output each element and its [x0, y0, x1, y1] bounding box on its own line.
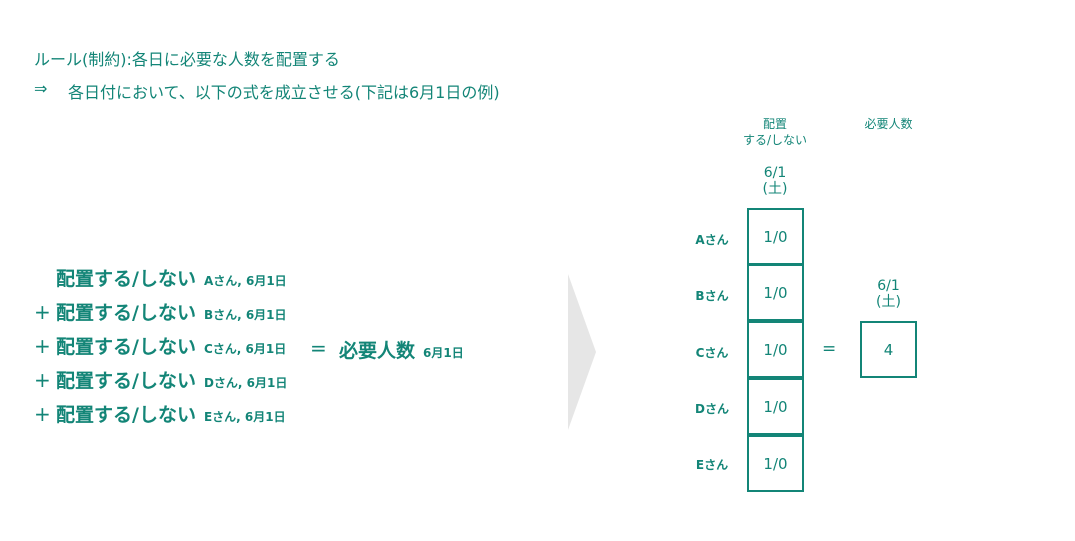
date-line1: 6/1: [877, 278, 900, 294]
term-sub: Dさん, 6月1日: [203, 376, 288, 390]
plus-sign: +: [34, 334, 51, 358]
equals-sign: =: [310, 336, 327, 360]
plus-sign: +: [34, 402, 51, 426]
matrix-cell-c: 1/0: [747, 321, 804, 378]
term-label: 配置する/しない: [56, 268, 196, 290]
term-label: 配置する/しない: [56, 404, 196, 426]
rule-title: ルール(制約):各日に必要な人数を配置する: [34, 50, 340, 69]
term-sub: Cさん, 6月1日: [203, 342, 287, 356]
term-label: 配置する/しない: [56, 302, 196, 324]
date-line2: (土): [876, 294, 901, 310]
term-sub: Aさん, 6月1日: [203, 274, 287, 288]
term-sub: Bさん, 6月1日: [203, 308, 287, 322]
header-assign: 配置 する/しない: [725, 116, 825, 148]
matrix-equals-sign: =: [822, 339, 837, 359]
rule-description: 各日付において、以下の式を成立させる(下記は6月1日の例): [68, 83, 500, 102]
equation-row-a: 配置する/しない Aさん, 6月1日: [34, 264, 287, 294]
term-label: 配置する/しない: [56, 370, 196, 392]
person-label-b: Bさん: [695, 289, 729, 303]
equation-row-b: + 配置する/しない Bさん, 6月1日: [34, 298, 287, 328]
required-count-cell: 4: [860, 321, 917, 378]
equation-row-d: + 配置する/しない Dさん, 6月1日: [34, 366, 287, 396]
rhs-label: 必要人数: [339, 340, 416, 362]
term-label: 配置する/しない: [56, 336, 196, 358]
rule-arrow: ⇒: [34, 79, 48, 98]
matrix-cell-e: 1/0: [747, 435, 804, 492]
person-label-e: Eさん: [695, 458, 729, 472]
matrix-cell-a: 1/0: [747, 208, 804, 265]
term-sub: Eさん, 6月1日: [203, 410, 286, 424]
person-label-c: Cさん: [695, 346, 729, 360]
rhs-sub: 6月1日: [423, 346, 464, 360]
header-required: 必要人数: [864, 117, 913, 131]
equation-rhs: 必要人数 6月1日: [339, 336, 464, 363]
person-label-d: Dさん: [695, 402, 729, 416]
date-line1: 6/1: [763, 165, 787, 181]
header-assign-line2: する/しない: [742, 133, 808, 147]
plus-sign: +: [34, 300, 51, 324]
person-label-a: Aさん: [695, 233, 729, 247]
matrix-cell-b: 1/0: [747, 264, 804, 321]
equation-row-c: + 配置する/しない Cさん, 6月1日: [34, 332, 286, 362]
plus-sign: +: [34, 368, 51, 392]
matrix-cell-d: 1/0: [747, 378, 804, 435]
chevron-right-icon: [568, 274, 596, 430]
column-date: 6/1 (土): [735, 165, 815, 197]
header-assign-line1: 配置: [762, 117, 787, 131]
required-date: 6/1 (土): [848, 278, 929, 310]
equation-row-e: + 配置する/しない Eさん, 6月1日: [34, 400, 286, 430]
date-line2: (土): [762, 181, 788, 197]
